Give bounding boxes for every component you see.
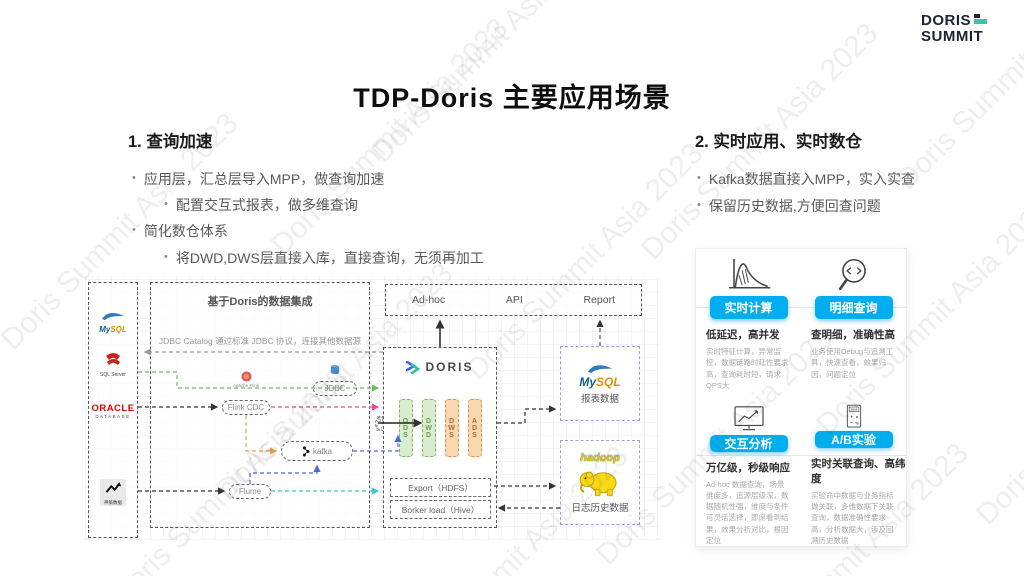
scenario-desc: 实时特征计算，异常监控，数据链路时延性要求高，查询耗时短，请求QPS大 — [706, 347, 789, 390]
watermark-text: Doris Summit Asia 2023 — [264, 11, 515, 262]
svg-text:+: + — [850, 415, 853, 420]
svg-text:×: × — [855, 414, 858, 419]
report-data-label: 报表数据 — [580, 394, 619, 405]
node-flume: Flume — [229, 484, 271, 499]
arrow-sqlserver-jdbc-doris — [138, 371, 380, 392]
layer-dwd: DWD — [421, 399, 436, 457]
hadoop-elephant-icon — [579, 471, 617, 496]
apache-flink-logo: Apache Flink — [222, 371, 270, 389]
arrow-doris-mysqlbox — [497, 405, 557, 424]
section-heading-query-acceleration: 1. 查询加速 — [128, 133, 213, 151]
integration-title: 基于Doris的数据集成 — [207, 296, 313, 308]
logo-line1: DORIS — [921, 12, 972, 29]
distribution-curve-icon — [728, 259, 770, 289]
right-bullet-2: •保留历史数据,方便回查问题 — [697, 198, 881, 214]
broker-load-hive-box: Borker load（Hive） — [390, 500, 491, 519]
sqlserver-source-logo: SQL Server — [89, 351, 137, 378]
scenario-headline: 低延迟，高并发 — [706, 329, 780, 341]
logo-mark-icon — [974, 14, 988, 25]
bullet-dot: • — [697, 199, 701, 211]
integration-subtitle: JDBC Catalog 通过标准 JDBC 协议，连接其他数据源 — [158, 336, 362, 346]
realtime-compute-button: 实时计算 — [709, 296, 788, 319]
layer-ads: ADS — [467, 399, 482, 457]
svg-text:1010: 1010 — [850, 407, 857, 411]
sensors-source-logo: 神策数据 — [89, 479, 137, 509]
scenario-headline: 万亿级，秒级响应 — [706, 461, 790, 474]
divider-line — [696, 455, 906, 456]
jdbc-icon — [313, 364, 357, 377]
left-bullet-4: •将DWD,DWS层直接入库，直接查询，无须再加工 — [164, 250, 484, 266]
left-bullet-1: •应用层，汇总层导入MPP，做查询加速 — [132, 171, 385, 187]
logo-line2: SUMMIT — [921, 27, 984, 45]
scenario-realtime-compute: 实时计算 低延迟，高并发 实时特征计算，异常监控，数据链路时延性要求高，查询耗时… — [696, 249, 801, 398]
scenarios-card: 实时计算 低延迟，高并发 实时特征计算，异常监控，数据链路时延性要求高，查询耗时… — [695, 248, 907, 547]
doris-box: DORIS ODS DWD DWS ADS Export（HDFS） Borke… — [383, 347, 497, 528]
doris-summit-logo: DORIS SUMMIT — [921, 12, 988, 45]
bullet-dot: • — [132, 172, 136, 184]
magnifier-code-icon — [838, 258, 866, 291]
query-adhoc-label: Ad-hoc — [412, 294, 446, 306]
hadoop-box: hadoop 日志历史数据 — [560, 440, 640, 525]
node-flink-cdc: Flink CDC — [222, 400, 270, 415]
interactive-analysis-button: 交互分析 — [709, 434, 788, 452]
bullet-dot: • — [697, 172, 701, 184]
bullet-dot: • — [164, 198, 168, 210]
arrow-flume-kafka — [249, 464, 321, 484]
query-layer-box: Ad-hoc API Report — [385, 284, 642, 316]
scenario-desc: Ad-hoc 数据查询，场景维度多，追源层级深，数据随机性强，维度与条件可灵活选… — [706, 479, 789, 545]
left-bullet-3: •简化数仓体系 — [132, 223, 228, 239]
scenario-desc: 业务使用Debug与追溯工具，快速查看，效果归因，问题定位 — [811, 347, 894, 379]
page-title: TDP-Doris 主要应用场景 — [353, 83, 671, 113]
mysql-source-logo: MySQL — [89, 307, 137, 334]
layer-ods: ODS — [398, 399, 413, 457]
doris-layers: ODS DWD DWS ADS — [384, 399, 496, 457]
mysql-report-box: MySQL 报表数据 — [560, 346, 640, 421]
kafka-icon — [302, 445, 310, 457]
query-report-label: Report — [583, 294, 615, 306]
watermark-text: Doris Summit Asia 2023 — [969, 282, 1024, 532]
doris-logo: DORIS — [384, 360, 496, 374]
hadoop-wordmark: hadoop — [580, 451, 620, 464]
svg-text:%: % — [855, 420, 859, 425]
export-hdfs-box: Export（HDFS） — [390, 478, 491, 497]
data-sources-box: MySQL SQL Server ORACLE DATABASE 神策数据 — [88, 282, 138, 538]
scenario-ab-test: 1010 + × − % A/B实验 实时关联查询、高纬度 实验命中数据与业务指… — [801, 398, 906, 547]
log-history-label: 日志历史数据 — [571, 502, 629, 514]
arrow-kafka-streamload — [353, 434, 402, 452]
mysql-dolphin-icon — [587, 365, 613, 373]
flink-squirrel-icon — [240, 371, 252, 382]
bullet-dot: • — [164, 251, 168, 263]
architecture-diagram: MySQL SQL Server ORACLE DATABASE 神策数据 — [85, 276, 660, 540]
layer-dws: DWS — [444, 399, 459, 457]
doris-mark-icon — [406, 360, 421, 374]
scenario-desc: 实验命中数据与业务指标做关联，多维数据下关联查询，数据准确性要求高，分析数据大，… — [811, 490, 894, 545]
flow-arrows — [138, 319, 604, 512]
detail-query-button: 明细查询 — [814, 296, 893, 319]
calculator-icon: 1010 + × − % — [846, 404, 861, 427]
scenario-detail-query: 明细查询 查明细，准确性高 业务使用Debug与追溯工具，快速查看，效果归因，问… — [801, 249, 906, 398]
arrow-flinkcdc-kafka — [245, 415, 278, 455]
scenario-interactive-analysis: 交互分析 万亿级，秒级响应 Ad-hoc 数据查询，场景维度多，追源层级深，数据… — [696, 398, 801, 547]
sensors-data-icon: 神策数据 — [100, 479, 126, 506]
divider-line — [696, 307, 906, 308]
monitor-trend-icon — [733, 405, 764, 430]
mysql-dolphin-icon — [102, 312, 124, 320]
section-heading-realtime: 2. 实时应用、实时数仓 — [695, 133, 862, 151]
query-api-label: API — [505, 294, 523, 306]
scenario-headline: 查明细，准确性高 — [811, 329, 895, 341]
scenario-headline: 实时关联查询、高纬度 — [811, 457, 906, 485]
sqlserver-icon — [106, 353, 120, 365]
left-bullet-2: •配置交互式报表，做多维查询 — [164, 197, 358, 213]
node-kafka: kafka — [281, 441, 353, 461]
ab-test-button: A/B实验 — [814, 430, 893, 448]
right-bullet-1: •Kafka数据直接入MPP，实入实查 — [697, 171, 915, 187]
oracle-source-logo: ORACLE DATABASE — [91, 403, 135, 419]
bullet-dot: • — [132, 224, 136, 236]
svg-text:−: − — [850, 421, 853, 426]
